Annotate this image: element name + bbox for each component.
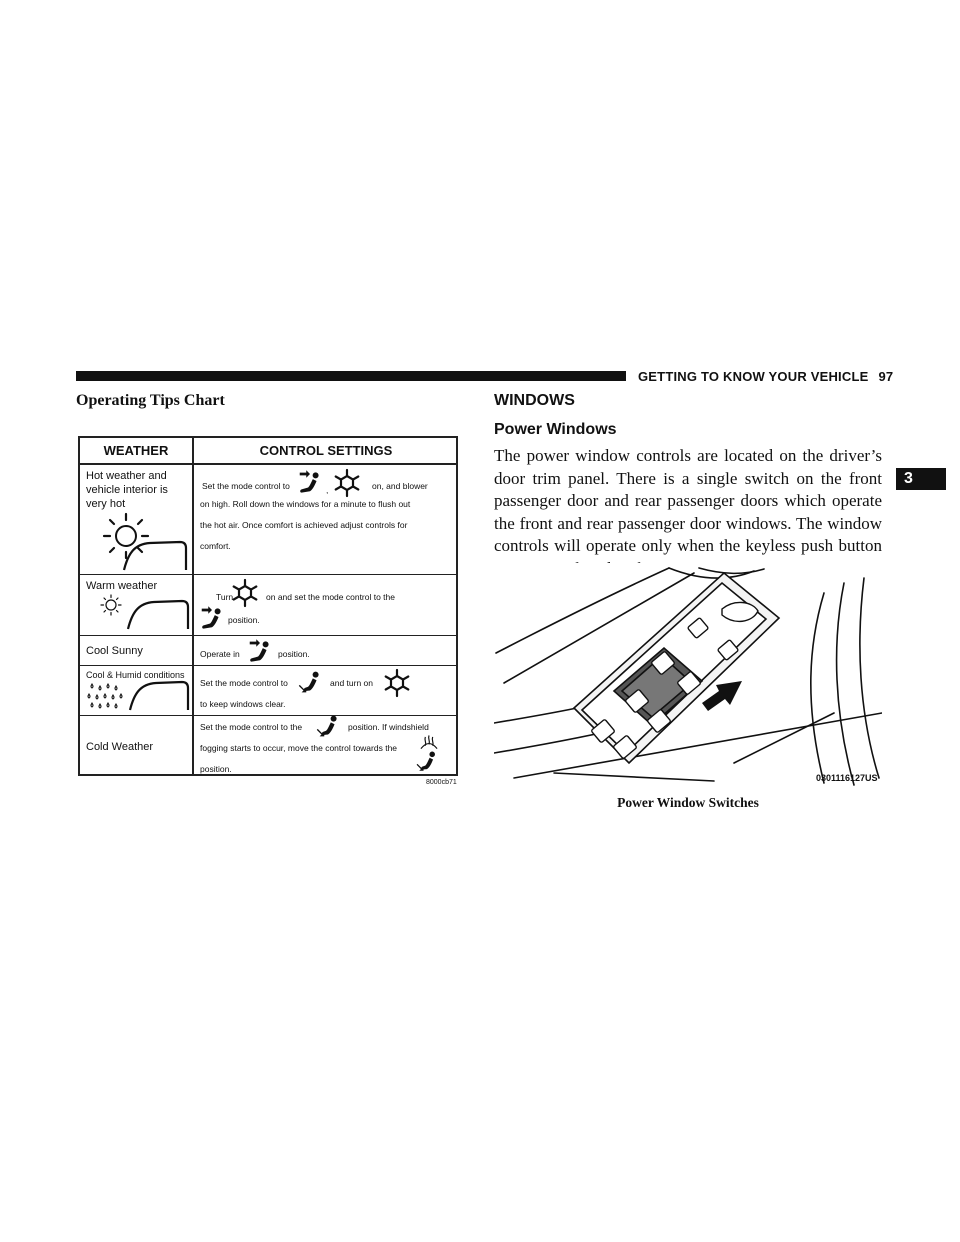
settings-text: Turn [216, 592, 234, 602]
settings-text: Operate in [200, 649, 240, 659]
settings-text: Set the mode control to [202, 481, 290, 491]
floor-mode-icon [414, 750, 440, 776]
table-row: Warm weather Turn on and set the mode co… [80, 575, 456, 636]
settings-text: fogging starts to occur, move the contro… [200, 743, 398, 753]
windshield-icon [122, 540, 188, 571]
operating-tips-table: WEATHER CONTROL SETTINGS Hot weather and… [78, 436, 458, 776]
snowflake-icon [382, 668, 412, 698]
settings-text: on and set the mode control to the [266, 592, 396, 602]
weather-label: Cold Weather [86, 741, 154, 753]
power-window-switches-illustration [494, 563, 882, 791]
column-divider [192, 438, 194, 774]
figure-id: 8000cb71 [426, 779, 457, 786]
figure-caption: Power Window Switches [617, 795, 759, 810]
settings-column-header: CONTROL SETTINGS [259, 443, 393, 458]
windshield-icon [128, 680, 190, 711]
section-title: WINDOWS [494, 392, 575, 409]
weather-label: Hot weather and vehicle interior is very… [86, 470, 168, 510]
header-section: GETTING TO KNOW YOUR VEHICLE [638, 369, 869, 384]
subsection-title: Power Windows [494, 421, 617, 438]
settings-text: , [326, 485, 329, 495]
settings-text: Set the mode control to the [200, 722, 303, 732]
weather-label: Cool Sunny [86, 645, 143, 657]
table-row: Hot weather and vehicle interior is very… [80, 465, 456, 575]
header-rule [76, 371, 626, 381]
sun-icon [100, 594, 122, 616]
photo-id: 0301116127US [816, 773, 878, 783]
weather-label: Warm weather [86, 580, 158, 592]
raindrops-icon [87, 683, 123, 709]
sun-icon [102, 512, 150, 560]
table-header: WEATHER CONTROL SETTINGS [80, 438, 456, 465]
settings-text: on, and blower [372, 481, 428, 491]
settings-text: and turn on [330, 678, 374, 688]
table-row: Cold Weather Set the mode control to the… [80, 716, 456, 776]
panel-mode-icon [246, 636, 274, 664]
snowflake-icon [230, 578, 260, 608]
chapter-tab: 3 [896, 468, 946, 490]
settings-text: the hot air. Once comfort is achieved ad… [200, 520, 408, 530]
arrow-icon [702, 681, 742, 711]
running-header: GETTING TO KNOW YOUR VEHICLE 97 [638, 369, 893, 384]
settings-text: position. If windshield [348, 722, 429, 732]
settings-text: Set the mode control to [200, 678, 288, 688]
panel-mode-icon [296, 467, 324, 495]
panel-mode-icon [198, 603, 226, 631]
settings-text: position. [278, 649, 310, 659]
settings-text: to keep windows clear. [200, 699, 286, 709]
settings-text: on high. Roll down the windows for a min… [200, 499, 411, 509]
body-paragraph: The power window controls are located on… [494, 446, 882, 578]
settings-text: position. [228, 615, 260, 625]
windshield-icon [126, 599, 190, 630]
floor-mode-icon [314, 714, 342, 742]
table-row: Cool & Humid conditions Set the mode con… [80, 666, 456, 716]
floor-mode-icon [296, 670, 324, 698]
snowflake-icon [332, 468, 362, 498]
weather-label: Cool & Humid conditions [86, 670, 185, 680]
settings-text: position. [200, 764, 232, 774]
page-number: 97 [878, 369, 894, 384]
settings-text: comfort. [200, 541, 231, 551]
weather-column-header: WEATHER [103, 443, 169, 458]
table-row: Cool Sunny Operate in position. [80, 636, 456, 666]
operating-tips-title: Operating Tips Chart [76, 392, 225, 409]
